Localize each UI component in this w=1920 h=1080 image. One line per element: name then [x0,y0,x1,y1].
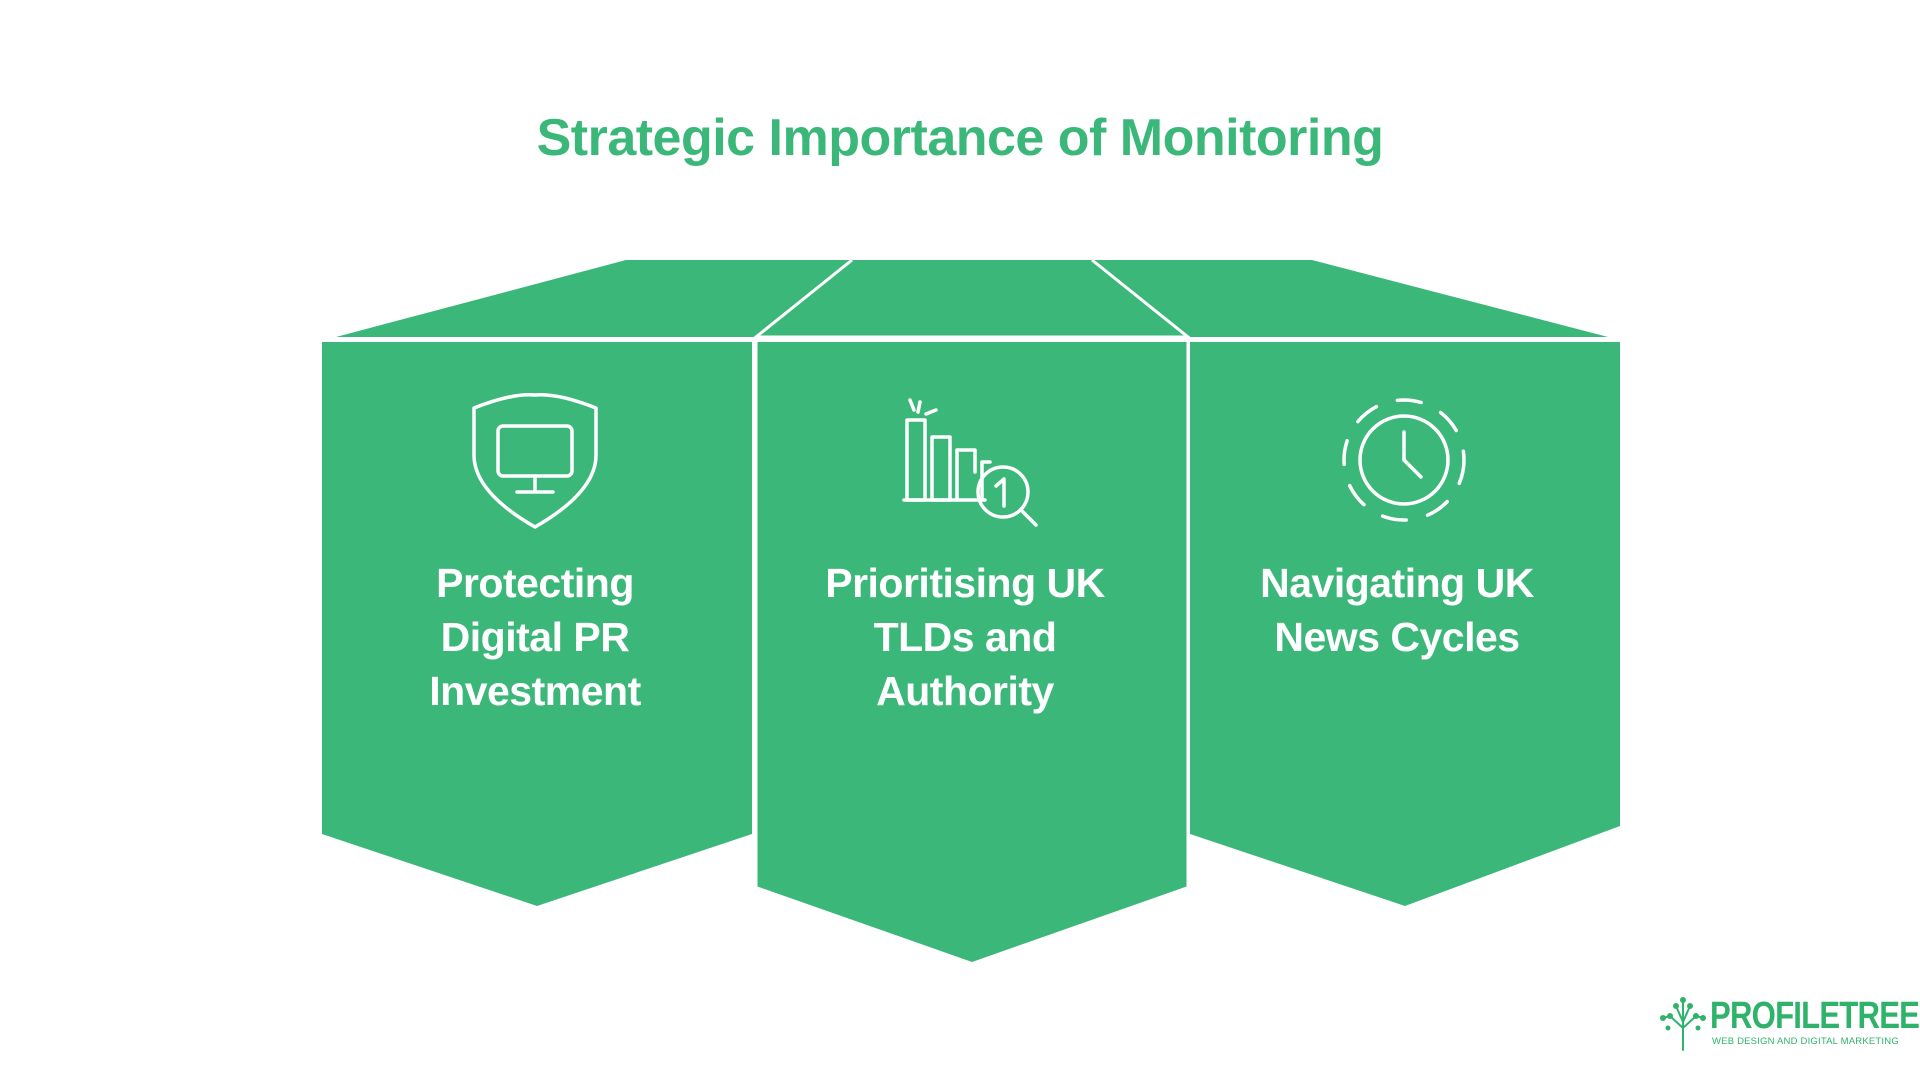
bar-chart-magnifier-icon [902,398,1038,527]
panel-2 [756,260,1188,962]
profiletree-logo: PROFILETREE WEB DESIGN AND DIGITAL MARKE… [1660,996,1920,1056]
panel-3 [1092,260,1620,906]
page-title: Strategic Importance of Monitoring [536,109,1384,167]
panel-1-top-face [336,260,852,337]
logo-wordmark: PROFILETREE [1710,995,1920,1037]
panel-2-label: Prioritising UK TLDs and Authority [755,556,1175,718]
panel-2-line-1: Prioritising UK [825,560,1105,606]
panel-3-top-face [1092,260,1608,337]
panel-3-label: Navigating UK News Cycles [1187,556,1607,664]
panel-2-top-face [756,260,1188,337]
panel-1-line-2: Digital PR [440,614,630,660]
shield-monitor-icon [472,393,598,529]
panel-3-line-1: Navigating UK [1260,560,1534,606]
panel-1-line-1: Protecting [436,560,634,606]
panel-3-body [1190,342,1620,906]
panel-separators [751,258,1193,890]
tree-icon [1660,997,1706,1051]
clock-icon [1342,398,1466,522]
panel-2-line-3: Authority [876,668,1054,714]
logo-tagline: WEB DESIGN AND DIGITAL MARKETING [1712,1036,1899,1047]
panel-2-line-2: TLDs and [873,614,1057,660]
panel-1-label: Protecting Digital PR Investment [325,556,745,718]
panel-1-body [322,342,752,906]
panel-3-line-2: News Cycles [1274,614,1520,660]
panel-1 [322,260,852,906]
panel-2-body [756,342,1188,962]
panel-1-line-3: Investment [429,668,641,714]
